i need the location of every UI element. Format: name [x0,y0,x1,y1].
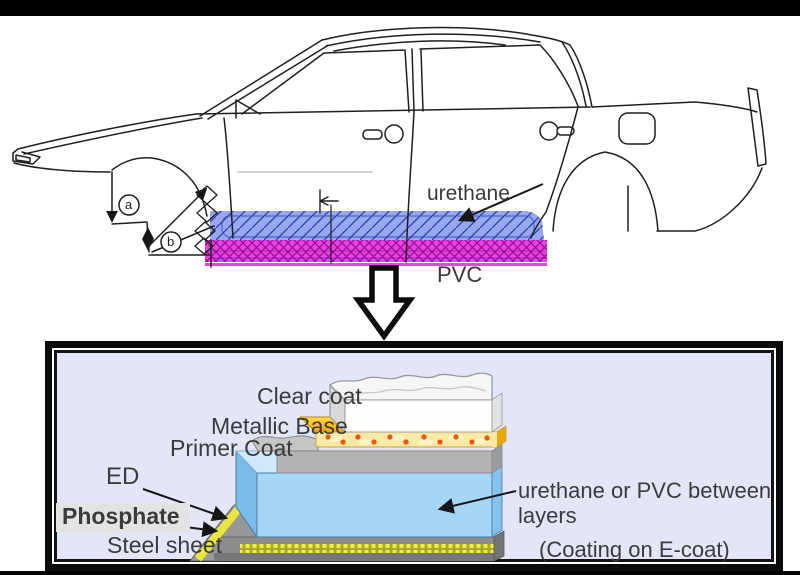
ed-label: ED [106,463,140,490]
metallic-base-label: Metallic Base [211,413,348,439]
urethane-between-line1: urethane or PVC between [518,478,772,503]
down-arrow-icon [352,265,416,341]
phosphate-label: Phosphate [56,503,190,532]
marker-b-label: b [167,234,175,249]
bottom-black-bar [0,571,800,575]
clear-coat-label: Clear coat [257,383,362,409]
marker-a-label: a [125,197,133,212]
steel-sheet-label: Steel sheet [107,532,223,558]
top-black-bar [0,0,800,16]
urethane-band-label: urethane [427,182,510,205]
primer-coat-label: Primer Coat [170,435,293,461]
pvc-band-label: PVC [437,262,483,287]
coating-note: (Coating on E-coat) [539,537,730,562]
car-outline [12,26,767,268]
urethane-between-line2: layers [518,503,577,528]
urethane-band [210,211,544,240]
pvc-band [205,240,547,266]
